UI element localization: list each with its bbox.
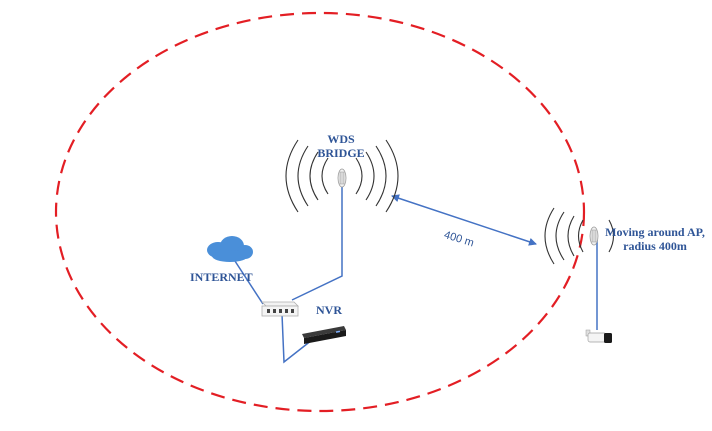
nvr-recorder-icon — [302, 326, 346, 344]
ap-signal-waves-icon — [544, 207, 615, 265]
internet-label: INTERNET — [190, 270, 253, 284]
cloud-icon — [207, 236, 253, 262]
moving-ap-label-line1: Moving around AP, — [605, 225, 705, 239]
ap-antenna-icon — [589, 226, 599, 246]
network-switch-icon — [261, 301, 299, 317]
coverage-boundary — [54, 11, 586, 413]
link-internet-switch — [232, 257, 264, 305]
moving-ap-label: Moving around AP, radius 400m — [601, 225, 709, 253]
link-switch-nvr — [281, 313, 313, 364]
wireless-link-400m — [391, 194, 537, 246]
nvr-label: NVR — [316, 303, 342, 317]
wds-signal-waves-icon — [285, 139, 399, 213]
wds-bridge-label: WDS BRIDGE — [300, 132, 382, 160]
moving-ap-label-line2: radius 400m — [623, 239, 687, 253]
bullet-camera-icon — [585, 329, 612, 343]
wds-bridge-label-line2: BRIDGE — [317, 146, 365, 160]
link-switch-wds-bridge — [291, 180, 343, 301]
wds-bridge-antenna-icon — [337, 168, 347, 188]
wds-bridge-label-line1: WDS — [327, 132, 355, 146]
